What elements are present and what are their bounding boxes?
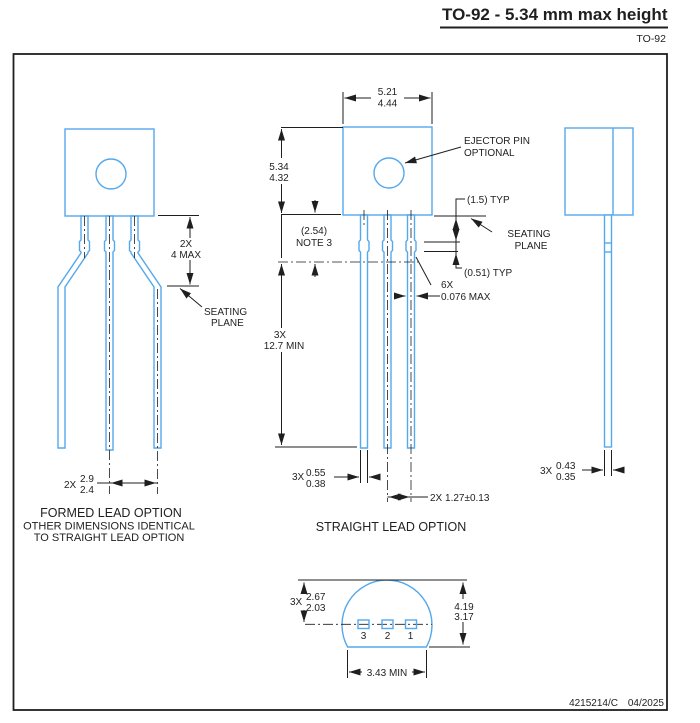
- pin-2-cross-section: [381, 619, 394, 630]
- dim-flat-width: 3.43 MIN: [367, 668, 408, 679]
- dim-kink: (0.51) TYP: [464, 268, 512, 279]
- formed-lead-right: [128, 215, 162, 449]
- bottom-view: 3 2 1 3X 2.67 2.03 4.19 3.17 3.43 MIN: [290, 579, 474, 679]
- dim-drop-value: 4 MAX: [171, 250, 201, 261]
- ejector-pin-mark: [95, 158, 127, 190]
- dim-height-lower: 4.32: [269, 173, 289, 184]
- page-title: TO-92 - 5.34 mm max height: [442, 5, 668, 24]
- leader-line: [404, 146, 462, 164]
- dim-thickness-upper: 0.43: [556, 461, 576, 472]
- straight-lead-option-view: 5.21 4.44 5.34 4.32 EJECTOR PIN OPTIONAL…: [264, 87, 551, 534]
- side-view: 3X 0.43 0.35: [540, 127, 634, 483]
- dim-width-upper: 5.21: [378, 87, 398, 98]
- dim-offset-lower: 2.03: [306, 603, 326, 614]
- leader-line: [179, 288, 203, 308]
- package-label: TO-92: [636, 33, 666, 45]
- formed-lead-left: [57, 215, 91, 449]
- package-body-side: [564, 127, 634, 216]
- leader-line: [470, 218, 493, 233]
- dim-drop-qty: 2X: [180, 239, 193, 250]
- pin-number: 2: [385, 631, 391, 642]
- dim-depth-lower: 3.17: [454, 612, 474, 623]
- dim-lead-width-upper: 0.55: [306, 468, 326, 479]
- seating-plane-label: PLANE: [515, 241, 548, 252]
- revision-date: 04/2025: [628, 698, 665, 709]
- seating-plane-label: SEATING: [204, 307, 247, 318]
- formed-view-caption: FORMED LEAD OPTION: [40, 506, 182, 520]
- dim-lead-width-qty: 3X: [292, 472, 305, 483]
- dim-spread-qty: 2X: [64, 480, 77, 491]
- dim-width-lower: 4.44: [378, 99, 398, 110]
- ejector-pin-label: OPTIONAL: [464, 148, 515, 159]
- dim-standoff: (2.54): [301, 226, 327, 237]
- formed-view-subcaption: TO STRAIGHT LEAD OPTION: [34, 532, 185, 544]
- pin-number: 1: [408, 631, 414, 642]
- dim-lead-width-lower: 0.38: [306, 479, 326, 490]
- document-number: 4215214/C: [569, 698, 618, 709]
- dim-offset-qty: 3X: [290, 597, 303, 608]
- dim-standoff-note: NOTE 3: [296, 238, 333, 249]
- seating-plane-label: PLANE: [211, 318, 244, 329]
- dim-offset-upper: 2.67: [306, 592, 326, 603]
- dim-pitch: 2X 1.27±0.13: [430, 493, 490, 504]
- drawing-border: [12, 53, 668, 711]
- pin-3-cross-section: [357, 619, 370, 630]
- formed-lead-option-view: 2X 4 MAX SEATING PLANE 2X 2.9 2.4 FORMED…: [23, 128, 247, 544]
- dim-flash-qty: 6X: [441, 280, 454, 291]
- ejector-pin-mark: [373, 157, 405, 189]
- side-lead: [603, 214, 613, 448]
- dim-thickness-qty: 3X: [540, 466, 553, 477]
- pin-number: 3: [361, 631, 367, 642]
- seating-plane-label: SEATING: [507, 229, 550, 240]
- dim-shoulder: (1.5) TYP: [467, 195, 510, 206]
- package-body-front: [342, 126, 433, 216]
- dim-depth-upper: 4.19: [454, 602, 474, 613]
- dim-flash-value: 0.076 MAX: [441, 292, 491, 303]
- dim-length-qty: 3X: [274, 330, 287, 341]
- dim-thickness-lower: 0.35: [556, 472, 576, 483]
- formed-view-subcaption: OTHER DIMENSIONS IDENTICAL: [23, 521, 195, 533]
- dim-length-value: 12.7 MIN: [264, 341, 305, 352]
- straight-view-caption: STRAIGHT LEAD OPTION: [316, 520, 467, 534]
- leader-line: [415, 256, 432, 286]
- pin-1-cross-section: [404, 619, 418, 630]
- ejector-pin-label: EJECTOR PIN: [464, 136, 530, 147]
- straight-lead-1: [358, 214, 370, 449]
- package-body-front: [64, 128, 155, 217]
- dim-spread-lower: 2.4: [80, 485, 94, 496]
- dim-spread-upper: 2.9: [80, 474, 94, 485]
- dimension-leader: [455, 198, 465, 269]
- dim-height-upper: 5.34: [269, 162, 289, 173]
